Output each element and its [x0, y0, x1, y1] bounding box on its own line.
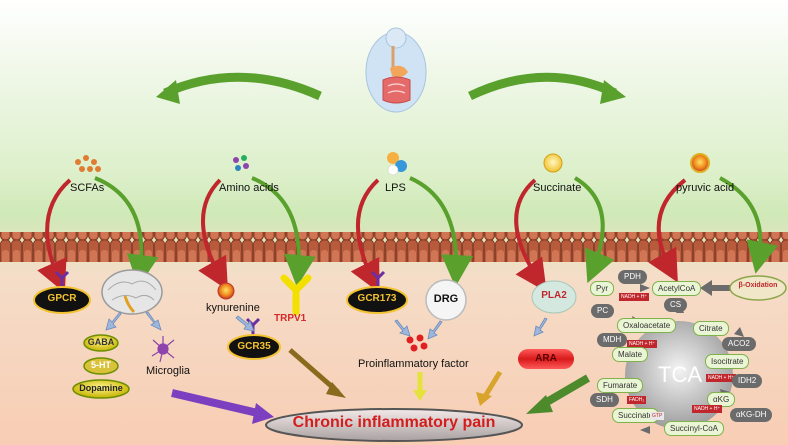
- amino-green-arrow: [251, 176, 316, 287]
- intestinal-epithelium-band: [0, 232, 788, 262]
- pyruvic-red-arrow: [648, 178, 687, 283]
- tca-akg-dh: αKG-DH: [730, 408, 773, 422]
- tca-sdh: SDH: [590, 393, 619, 407]
- gcr173-oval: [346, 286, 408, 314]
- tca-pdh: PDH: [618, 270, 647, 284]
- pla2-blob: [531, 280, 577, 314]
- tca-nadh-4: NADH + H⁺: [692, 405, 723, 413]
- tca-cs: CS: [664, 298, 688, 312]
- trpv1-label: TRPV1: [274, 313, 307, 324]
- tca-succinyl-coa: Succinyl-CoA: [664, 421, 725, 436]
- tca-nadh-3: NADH + H⁺: [706, 374, 737, 382]
- source-label-lps: LPS: [385, 182, 406, 194]
- pla2-label: PLA2: [541, 290, 567, 301]
- digestive-tract-icon: [365, 27, 427, 113]
- amino-red-arrow: [198, 178, 228, 291]
- tca-citrate: Citrate: [693, 321, 729, 336]
- pyruvic-acid-icon: [690, 153, 710, 173]
- microglia-icon: [151, 336, 175, 363]
- blue-flow-arrows: [105, 311, 548, 340]
- tca-oxaloacetate: Oxaloacetate: [617, 318, 677, 333]
- dopamine-pill: [72, 379, 130, 399]
- amino-acids-icon: [233, 155, 249, 171]
- gpcr-oval: [33, 286, 91, 314]
- kynurenine-icon: [217, 282, 235, 300]
- gpcr-label: GPCR: [47, 293, 77, 304]
- dopamine-label: Dopamine: [79, 383, 123, 393]
- gcr35-oval: [227, 334, 281, 360]
- source-label-scfas: SCFAs: [70, 182, 105, 194]
- 5ht-label: 5-HT: [91, 360, 111, 370]
- tca-mdh: MDH: [597, 333, 628, 347]
- proinflammatory-dots-icon: [406, 334, 428, 352]
- gaba-label: GABA: [87, 337, 115, 347]
- lps-red-arrow: [350, 178, 380, 293]
- tca-nadh-2: NADH + H⁺: [627, 340, 658, 348]
- tca-beta-oxidation: β-Oxidation: [738, 282, 778, 289]
- tca-pyr: Pyr: [590, 281, 614, 296]
- source-label-succinate: Succinate: [533, 182, 582, 194]
- lps-green-arrow: [409, 176, 474, 287]
- 5ht-pill: [83, 357, 119, 375]
- tca-malate: Malate: [612, 347, 649, 362]
- kynurenine-label: kynurenine: [206, 302, 260, 314]
- trpv1-outcome-arrow: [288, 348, 340, 394]
- trpv1-receptor-icon: [280, 274, 312, 316]
- gcr35-label: GCR35: [237, 341, 271, 352]
- tca-nadh-1: NADH + H⁺: [619, 293, 650, 301]
- tca-pc: PC: [591, 304, 615, 318]
- ara-label: ARA: [535, 353, 557, 364]
- succinate-green-arrow: [573, 176, 615, 284]
- tca-isocitrate: Isocitrate: [705, 354, 750, 369]
- scfa-green-arrow: [94, 176, 159, 287]
- succinate-red-arrow: [514, 178, 547, 292]
- drg-sphere: [425, 279, 467, 321]
- ara-outcome-arrow: [481, 370, 503, 400]
- right-green-arrow: [468, 72, 617, 101]
- lps-icon: [387, 152, 407, 176]
- tca-aco2: ACO2: [722, 337, 756, 351]
- tca-circle: [625, 321, 733, 429]
- source-label-amino-acids: Amino acids: [219, 182, 279, 194]
- scfas-icon: [75, 155, 101, 172]
- gaba-pill: [83, 334, 119, 352]
- tca-fadh2: FADH₂: [627, 396, 647, 404]
- scfa-red-arrow: [37, 178, 72, 293]
- neuro-outcome-arrow: [171, 389, 263, 418]
- proinflammatory-label: Proinflammatory factor: [358, 358, 469, 370]
- tca-gtp: GTP: [650, 412, 665, 420]
- drg-label: DRG: [433, 293, 459, 305]
- ara-bar: [518, 349, 574, 369]
- source-label-pyruvic-acid: pyruvic acid: [676, 182, 735, 194]
- succinate-icon: [543, 153, 563, 173]
- microglia-label: Microglia: [146, 365, 191, 377]
- tca-center-label: TCA: [658, 362, 702, 387]
- tca-idh2: IDH2: [732, 374, 763, 388]
- outcome-ellipse: [265, 408, 523, 442]
- tca-acetylcoa: AcetylCoA: [652, 281, 702, 296]
- tca-fumarate: Fumarate: [597, 378, 644, 393]
- gcr173-label: GCR173: [357, 293, 397, 304]
- beta-oxidation-oval: [729, 275, 787, 301]
- left-green-arrow: [163, 72, 322, 101]
- pyruvic-green-arrow: [719, 176, 778, 274]
- brain-icon: [101, 269, 163, 315]
- outcome-label: Chronic inflammatory pain: [292, 414, 496, 431]
